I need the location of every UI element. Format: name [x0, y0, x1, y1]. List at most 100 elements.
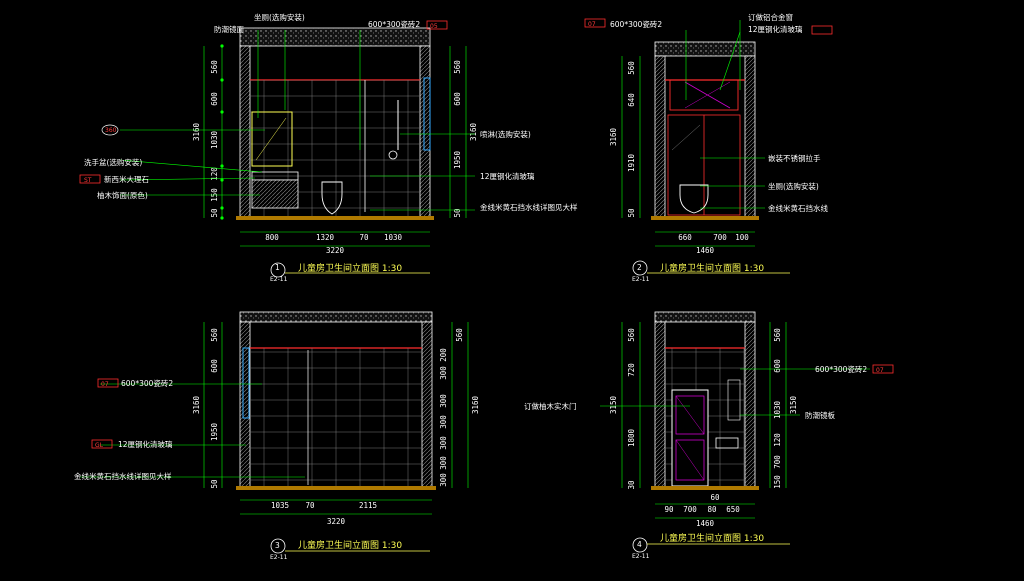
dim-left-2: 600 [210, 359, 219, 373]
dim-right-3: 300 [439, 366, 448, 380]
dim-left-4: 30 [627, 480, 636, 490]
annotation-toilet: 坐厕(选购安装) [254, 12, 305, 22]
dim-extra: 60 [710, 493, 720, 502]
dim-bottom-3: 70 [359, 233, 369, 242]
dim-bottom-3: 80 [707, 505, 717, 514]
dim-right-3: 1030 [773, 400, 782, 419]
tag-tile: 05 [430, 23, 438, 30]
annotation-glass: 12厘钢化清玻璃 [118, 439, 173, 449]
annotation-handle: 嵌装不锈钢拉手 [768, 153, 821, 163]
dim-left-2: 600 [210, 92, 219, 106]
sheet-ref: E2-11 [632, 276, 650, 283]
dim-left-2: 640 [627, 93, 636, 107]
dim-bottom-4: 1030 [384, 233, 403, 242]
dim-overall-left: 3160 [192, 122, 201, 141]
dim-bottom-2: 700 [683, 505, 697, 514]
sheet-ref: E2-11 [632, 553, 650, 560]
annotation-basin: 洗手盆(选购安装) [84, 157, 142, 167]
dim-left-2: 720 [627, 363, 636, 377]
annotation-tile: 600*300瓷砖2 [121, 378, 173, 388]
annotation-tile: 600*300瓷砖2 [368, 19, 420, 29]
drawing-title: 儿童房卫生间立面图 1:30 [660, 532, 764, 544]
dim-total: 3220 [327, 517, 346, 526]
dim-left-1: 560 [210, 60, 219, 74]
dim-right-5: 700 [773, 455, 782, 469]
dim-overall-right: 3150 [789, 395, 798, 414]
dim-total: 1460 [696, 519, 715, 528]
annotation-mirror: 防潮镜板 [805, 410, 835, 420]
annotation-toilet: 坐厕(选购安装) [768, 181, 819, 191]
svg-text:07: 07 [101, 381, 109, 388]
dim-bottom-2: 1320 [316, 233, 335, 242]
drawing-number: 4 [637, 540, 642, 549]
tag-st: ST [84, 177, 92, 184]
dim-left-4: 50 [210, 479, 219, 489]
dim-left-3: 1800 [627, 428, 636, 447]
dim-left-4: 120 [210, 167, 219, 181]
annotation-marble: 新西米大理石 [104, 174, 149, 184]
dim-left-3: 1030 [210, 130, 219, 149]
dim-right-2: 600 [453, 92, 462, 106]
dim-overall-right: 3160 [471, 395, 480, 414]
dim-left-6: 50 [210, 208, 219, 218]
elevation-2: 560 640 1910 50 3160 660 700 100 1460 07… [584, 12, 833, 283]
annotation-glass: 12厘钢化清玻璃 [748, 24, 803, 34]
elevation-1: 560 600 1030 120 150 50 3160 560 600 195… [79, 12, 578, 283]
annotation-glass: 12厘钢化清玻璃 [480, 171, 535, 181]
dim-left-1: 560 [210, 328, 219, 342]
dim-bottom-4: 650 [726, 505, 740, 514]
drawing-title: 儿童房卫生间立面图 1:30 [298, 262, 402, 274]
dim-bottom-1: 800 [265, 233, 279, 242]
dim-right-5: 300 [439, 415, 448, 429]
dim-bottom-3: 100 [735, 233, 749, 242]
dim-right-4: 120 [773, 433, 782, 447]
annotation-threshold: 金线米黄石挡水线详图见大样 [74, 471, 172, 481]
dim-total: 1460 [696, 246, 715, 255]
annotation-door: 订做柚木实木门 [524, 401, 577, 411]
drawing-title: 儿童房卫生间立面图 1:30 [298, 539, 402, 551]
drawing-number: 3 [275, 541, 280, 550]
dim-total: 3220 [326, 246, 345, 255]
dim-right-3: 1950 [453, 150, 462, 169]
dim-overall-left: 3160 [192, 395, 201, 414]
drawing-title: 儿童房卫生间立面图 1:30 [660, 262, 764, 274]
dim-bottom-2: 70 [305, 501, 315, 510]
dim-right-4: 50 [453, 208, 462, 218]
annotation-threshold: 金线米黄石挡水线详图见大样 [480, 202, 578, 212]
dim-bottom-2: 700 [713, 233, 727, 242]
annotation-tile: 600*300瓷砖2 [610, 19, 662, 29]
dim-right-6: 300 [439, 436, 448, 450]
dim-right-4: 300 [439, 394, 448, 408]
dim-right-1: 560 [455, 328, 464, 342]
dim-right-2: 600 [773, 359, 782, 373]
sheet-ref: E2-11 [270, 276, 288, 283]
svg-text:07: 07 [876, 367, 884, 374]
sheet-ref: E2-11 [270, 554, 288, 561]
svg-text:07: 07 [588, 21, 596, 28]
dim-bottom-1: 90 [664, 505, 674, 514]
dim-left-3: 1950 [210, 422, 219, 441]
annotation-mirror: 防潮镜面 [214, 24, 244, 34]
dim-right-1: 560 [773, 328, 782, 342]
dim-right-6: 150 [773, 475, 782, 489]
dim-right-1: 560 [453, 60, 462, 74]
dim-overall-left: 3150 [609, 395, 618, 414]
annotation-tile: 600*300瓷砖2 [815, 364, 867, 374]
annotation-teak: 柚木饰面(原色) [97, 190, 148, 200]
dim-right-2: 200 [439, 348, 448, 362]
elevation-3: 560 600 1950 50 3160 560 200 300 300 300… [74, 311, 480, 561]
annotation-shower: 喷淋(选购安装) [480, 129, 531, 139]
dim-bottom-1: 1035 [271, 501, 289, 510]
drawing-number: 2 [637, 263, 642, 272]
dim-left-1: 560 [627, 328, 636, 342]
bubble-360: 360 [105, 127, 117, 134]
dim-right-7: 300 [439, 456, 448, 470]
svg-text:GL: GL [95, 442, 104, 449]
dim-left-1: 560 [627, 61, 636, 75]
elevation-4: 560 720 1800 30 3150 560 600 1030 120 70… [524, 311, 894, 560]
dim-right-8: 300 [439, 473, 448, 487]
dim-bottom-3: 2115 [359, 501, 377, 510]
dim-bottom-1: 660 [678, 233, 692, 242]
dim-left-3: 1910 [627, 153, 636, 172]
